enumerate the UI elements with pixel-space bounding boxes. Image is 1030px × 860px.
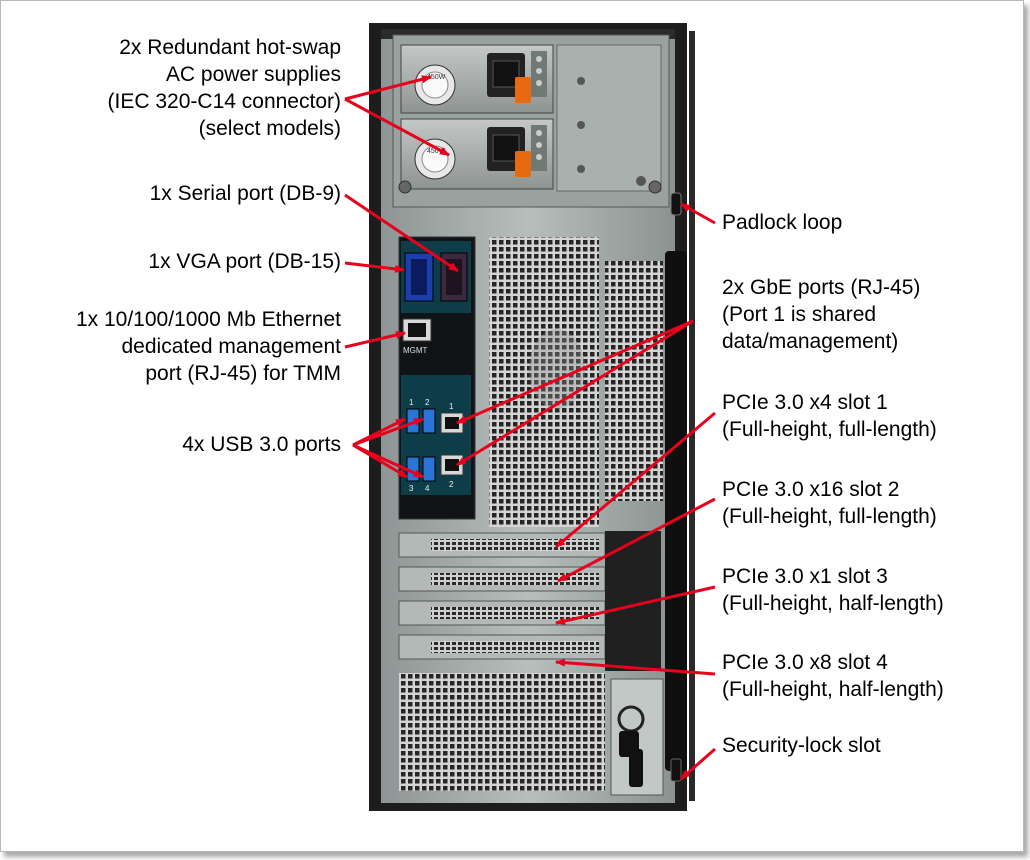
power-supplies-callout: 2x Redundant hot-swap AC power supplies … [108, 34, 341, 142]
arrow-pcie-4 [555, 658, 716, 676]
power-supplies-line-3: (IEC 320-C14 connector) [107, 90, 341, 113]
pcie-slot-1 [398, 532, 606, 558]
security-lock-slot [670, 758, 682, 782]
pcie-slot4-callout: PCIe 3.0 x8 slot 4 (Full-height, half-le… [722, 649, 944, 703]
pcie-slot3-line-2: (Full-height, half-length) [722, 592, 944, 615]
serial-port-callout: 1x Serial port (DB-9) [149, 182, 341, 205]
usb-number-1: 1 [409, 398, 414, 407]
psu-blank-panel [556, 44, 662, 192]
pcie-slot-2 [398, 566, 606, 592]
arrow-psu-2 [344, 97, 450, 157]
pcie-slot2-callout: PCIe 3.0 x16 slot 2 (Full-height, full-l… [722, 476, 937, 530]
arrow-vga [344, 261, 405, 273]
arrow-usb-4 [352, 443, 424, 479]
arrow-usb-2 [352, 417, 424, 447]
pcie-slot3-line-1: PCIe 3.0 x1 slot 3 [722, 565, 888, 588]
eth-number-1: 1 [449, 402, 454, 411]
pcie-slot1-line-2: (Full-height, full-length) [722, 418, 937, 441]
bottom-vent [399, 673, 605, 791]
usb-ports-bottom: 3 4 [406, 456, 436, 493]
eth-number-2: 2 [449, 480, 454, 489]
usb-ports-callout: 4x USB 3.0 ports [182, 433, 341, 456]
io-panel: MGMT 1 2 3 4 1 2 [398, 236, 476, 520]
pcie-slot4-line-2: (Full-height, half-length) [722, 678, 944, 701]
power-supplies-line-2: AC power supplies [165, 63, 341, 86]
padlock-loop-callout: Padlock loop [722, 211, 843, 234]
gbe-ports-line-3: data/management) [722, 330, 899, 353]
serial-port [440, 252, 468, 302]
pcie-slot-4 [398, 634, 606, 660]
gbe-ports-callout: 2x GbE ports (RJ-45) (Port 1 is shared d… [722, 274, 920, 355]
arrow-psu-1 [344, 75, 432, 101]
arrow-mgmt [344, 331, 406, 349]
vga-port [404, 252, 434, 302]
mgmt-port-line-3: port (RJ-45) for TMM [145, 362, 341, 385]
gbe-ports: 1 2 [440, 402, 464, 489]
arrow-gbe-2 [456, 319, 694, 467]
usb-number-3: 3 [409, 484, 414, 493]
mgmt-port-line-2: dedicated management [121, 335, 342, 358]
arrow-serial [344, 193, 459, 273]
arrow-gbe-1 [456, 319, 694, 425]
power-supply-2: 450W [400, 118, 554, 190]
pcie-slot2-line-1: PCIe 3.0 x16 slot 2 [722, 478, 900, 501]
usb-number-4: 4 [425, 484, 430, 493]
power-supplies-line-4: (select models) [198, 117, 341, 140]
pcie-slot3-callout: PCIe 3.0 x1 slot 3 (Full-height, half-le… [722, 563, 944, 617]
gbe-ports-line-2: (Port 1 is shared [722, 303, 877, 326]
vga-port-callout: 1x VGA port (DB-15) [148, 250, 341, 273]
callout-arrows [344, 75, 716, 781]
key-lock [610, 678, 664, 796]
security-slot-callout: Security-lock slot [722, 734, 881, 757]
rear-vent-left [489, 237, 599, 527]
arrow-security [680, 747, 716, 781]
arrow-padlock [680, 202, 716, 225]
padlock-loop [670, 192, 682, 216]
arrow-pcie-1 [555, 411, 716, 549]
psu-rating-label-1: 450W [427, 74, 446, 81]
management-ethernet-port: MGMT [402, 318, 432, 355]
pcie-slot1-line-1: PCIe 3.0 x4 slot 1 [722, 391, 888, 414]
mgmt-port-line-1: 1x 10/100/1000 Mb Ethernet [75, 308, 341, 331]
usb-number-2: 2 [425, 398, 430, 407]
arrow-pcie-3 [555, 585, 716, 625]
pcie-slot4-line-1: PCIe 3.0 x8 slot 4 [722, 651, 888, 674]
rear-vent-right [605, 261, 663, 501]
pcie-slot-3 [398, 600, 606, 626]
mgmt-port-callout: 1x 10/100/1000 Mb Ethernet dedicated man… [76, 306, 341, 387]
power-supply-bay: 450W 450W [392, 34, 670, 208]
psu-rating-label-2: 450W [427, 148, 446, 155]
pcie-slots [398, 531, 661, 671]
arrow-pcie-2 [557, 497, 716, 583]
gbe-ports-line-1: 2x GbE ports (RJ-45) [722, 276, 921, 299]
pcie-slot2-line-2: (Full-height, full-length) [722, 505, 937, 528]
mgmt-port-label: MGMT [403, 346, 428, 355]
pcie-slot1-callout: PCIe 3.0 x4 slot 1 (Full-height, full-le… [722, 389, 937, 443]
power-supplies-line-1: 2x Redundant hot-swap [119, 36, 341, 59]
